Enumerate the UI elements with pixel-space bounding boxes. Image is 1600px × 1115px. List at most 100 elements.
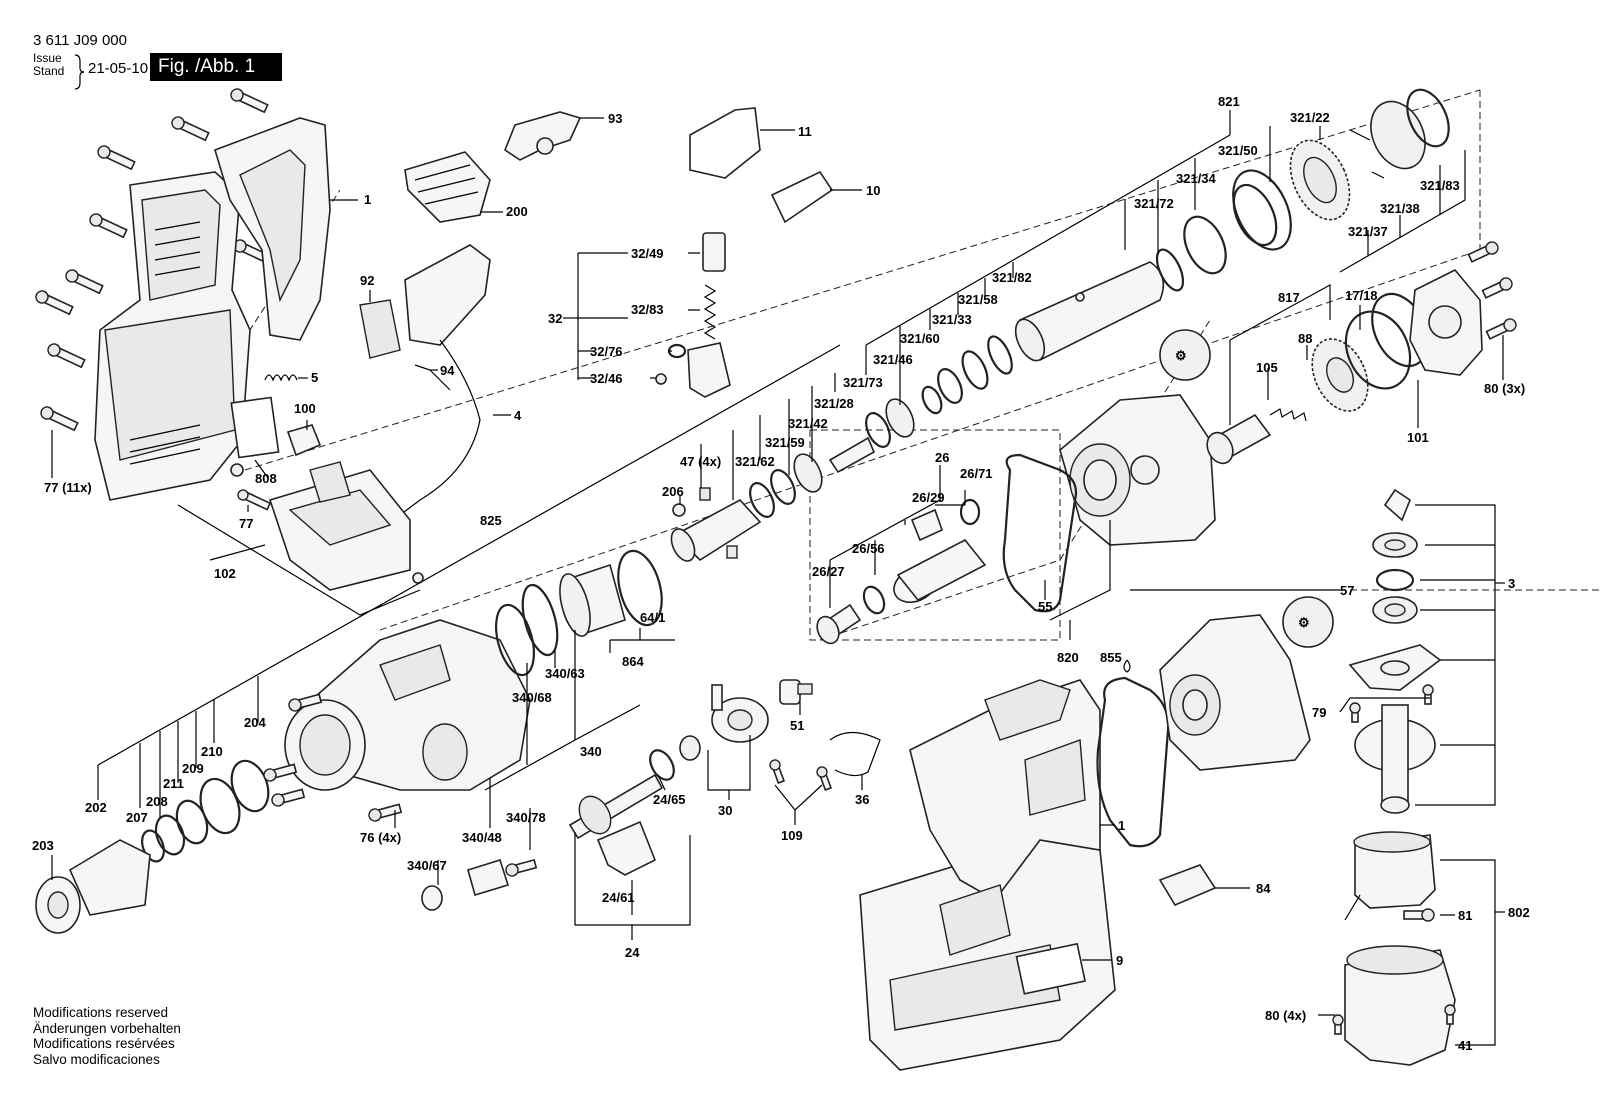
gasket-55 [1002, 453, 1078, 613]
label-321-59: 321/59 [765, 435, 805, 450]
screw-icon [1349, 702, 1361, 723]
sticker-9 [1015, 942, 1086, 995]
footer-line: Modifications reserved [33, 1005, 169, 1020]
label-79: 79 [1312, 705, 1326, 720]
screw-icon [89, 213, 128, 239]
label-26-71: 26/71 [960, 466, 993, 481]
label-321-72: 321/72 [1134, 196, 1174, 211]
label-76-4x: 76 (4x) [360, 830, 401, 845]
carbon-brush-32-49 [702, 232, 726, 272]
label-84: 84 [1256, 881, 1271, 896]
screw-icon [1467, 241, 1499, 263]
label-24: 24 [625, 945, 640, 960]
screw-icon [271, 788, 306, 807]
housing-half-right [859, 679, 1116, 1071]
label-340-63: 340/63 [545, 666, 585, 681]
label-36: 36 [855, 792, 869, 807]
label-26-56: 26/56 [852, 541, 885, 556]
label-81: 81 [1458, 908, 1472, 923]
label-820: 820 [1057, 650, 1079, 665]
label-208: 208 [146, 794, 168, 809]
label-321-22: 321/22 [1290, 110, 1330, 125]
part-100 [286, 424, 322, 457]
brush-holder-32 [687, 342, 731, 398]
screw-icon [40, 406, 79, 432]
sticker-10 [770, 170, 834, 224]
stand-label: Stand [33, 64, 65, 78]
hammer-tube-assembly-821 [670, 88, 1450, 562]
label-80-3x: 80 (3x) [1484, 381, 1525, 396]
label-17-18: 17/18 [1345, 288, 1378, 303]
spring-5 [264, 374, 298, 382]
screw-icon [97, 145, 136, 171]
document-number: 3 611 J09 000 [33, 32, 127, 49]
screw-icon [1403, 908, 1435, 922]
gear-housing-820 [1059, 394, 1216, 546]
label-32-76: 32/76 [590, 344, 623, 359]
label-321-62: 321/62 [735, 454, 775, 469]
label-92: 92 [360, 273, 374, 288]
footer-notice: Modifications reserved Änderungen vorbeh… [33, 1005, 181, 1067]
small-plug [230, 463, 244, 477]
side-grip-200 [404, 151, 491, 223]
label-321-28: 321/28 [814, 396, 854, 411]
label-321-42: 321/42 [788, 416, 828, 431]
label-11: 11 [798, 124, 812, 139]
label-47-4x: 47 (4x) [680, 454, 721, 469]
screw-icon [769, 759, 786, 784]
label-855: 855 [1100, 650, 1122, 665]
label-64-1: 64/1 [640, 610, 665, 625]
screw-icon [1332, 1014, 1344, 1035]
figure-badge: Fig. /Abb. 1 [150, 53, 282, 81]
screw-icon [230, 88, 269, 114]
screw-icon [35, 290, 74, 316]
label-100: 100 [294, 401, 316, 416]
label-340-67: 340/67 [407, 858, 447, 873]
clip-36 [829, 731, 881, 777]
screw-icon [171, 116, 210, 142]
part-93 [504, 111, 582, 161]
screw-icon [1485, 318, 1517, 340]
piston-group-26 [816, 498, 987, 645]
label-30: 30 [718, 803, 732, 818]
label-32-83: 32/83 [631, 302, 664, 317]
part-92 [359, 299, 401, 359]
part-84 [1158, 864, 1217, 907]
housing-screws [35, 88, 272, 511]
gasket-lower [1096, 676, 1170, 848]
label-321-73: 321/73 [843, 375, 883, 390]
label-24-61: 24/61 [602, 890, 635, 905]
label-864: 864 [622, 654, 644, 669]
gear-drive-817 [1206, 269, 1483, 465]
front-seals-202 [141, 759, 270, 863]
label-340-48: 340/48 [462, 830, 502, 845]
housing-half-left [94, 117, 331, 501]
electronics-module-102 [268, 461, 411, 591]
label-210: 210 [201, 744, 223, 759]
screw-icon [237, 489, 272, 511]
screw-icon [1481, 277, 1513, 299]
motor-assembly-3 [1348, 488, 1442, 814]
label-817: 817 [1278, 290, 1300, 305]
label-57: 57 [1340, 583, 1354, 598]
label-206: 206 [662, 484, 684, 499]
label-24-65: 24/65 [653, 792, 686, 807]
label-26: 26 [935, 450, 949, 465]
label-32: 32 [548, 311, 562, 326]
issue-stand-label: Issue Stand [33, 52, 64, 78]
stator-802 [1344, 831, 1436, 921]
label-109: 109 [781, 828, 803, 843]
label-321-34: 321/34 [1176, 171, 1217, 186]
label-32-49: 32/49 [631, 246, 664, 261]
label-55: 55 [1038, 599, 1052, 614]
part-30 [679, 684, 769, 761]
spring-32-83 [703, 284, 717, 340]
front-housing-825 [284, 619, 531, 791]
label-340-68: 340/68 [512, 690, 552, 705]
label-207: 207 [126, 810, 148, 825]
label-321-37: 321/37 [1348, 224, 1388, 239]
sticker-11 [689, 107, 761, 179]
bosch-logo-icon: ⚙ [1282, 596, 1334, 648]
shaft-24 [568, 749, 675, 876]
issue-label: Issue [33, 51, 62, 65]
